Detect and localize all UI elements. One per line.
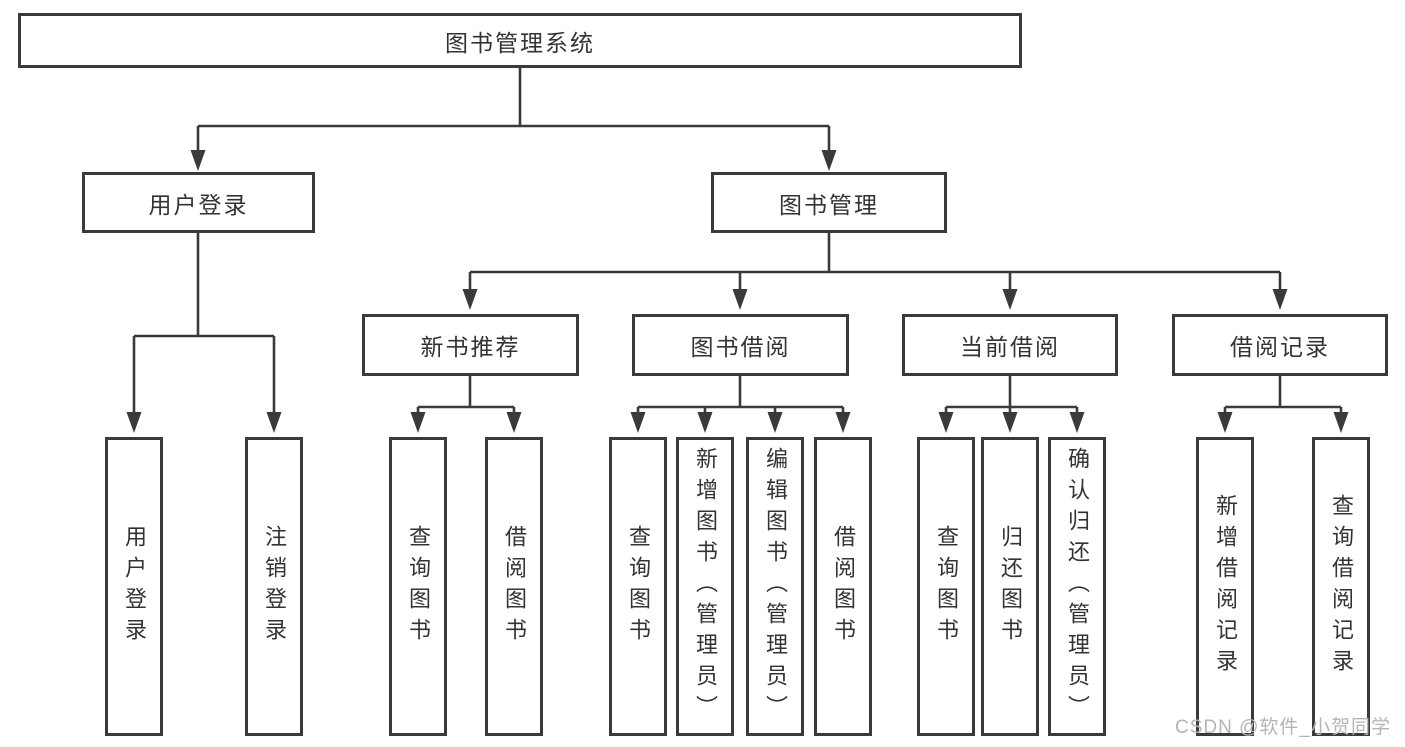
leaf-logout: 注销登录 — [245, 437, 303, 736]
leaf-edit-books-admin: 编辑图书（管理员） — [746, 437, 804, 736]
leaf-query-borrow-record: 查询借阅记录 — [1312, 437, 1370, 736]
leaf-confirm-return-admin-label: 确认归还（管理员） — [1065, 447, 1090, 726]
leaf-query-books-recommend: 查询图书 — [389, 437, 447, 736]
node-new-book-recommend: 新书推荐 — [362, 314, 579, 376]
node-current-borrowing-label: 当前借阅 — [960, 334, 1060, 360]
arrows-book-borrowing — [630, 412, 851, 433]
leaf-add-borrow-record-label: 新增借阅记录 — [1213, 493, 1238, 680]
node-current-borrowing: 当前借阅 — [902, 314, 1118, 376]
arrows-root — [190, 150, 837, 171]
arrows-user-login — [126, 412, 282, 433]
leaf-query-books-borrowing-label: 查询图书 — [626, 524, 651, 649]
leaf-confirm-return-admin: 确认归还（管理员） — [1048, 437, 1106, 736]
node-book-management: 图书管理 — [711, 172, 947, 233]
edges-borrowing-records — [1223, 376, 1343, 414]
leaf-borrow-books-borrowing: 借阅图书 — [814, 437, 872, 736]
edges-book-management — [468, 233, 1282, 291]
edges-book-borrowing — [636, 376, 845, 414]
leaf-query-books-current: 查询图书 — [917, 437, 975, 736]
node-book-borrowing-label: 图书借阅 — [690, 334, 791, 360]
edges-new-book-recommend — [416, 376, 516, 414]
leaf-add-books-admin-label: 新增图书（管理员） — [693, 447, 718, 726]
node-root-library-system: 图书管理系统 — [18, 13, 1022, 68]
arrows-book-management — [462, 289, 1288, 310]
arrows-new-book-recommend — [410, 412, 522, 433]
leaf-borrow-books-recommend-label: 借阅图书 — [502, 524, 527, 649]
leaf-query-books-borrowing: 查询图书 — [609, 437, 667, 736]
node-user-login: 用户登录 — [82, 172, 315, 233]
leaf-add-borrow-record: 新增借阅记录 — [1196, 437, 1254, 736]
node-borrowing-records: 借阅记录 — [1172, 314, 1388, 376]
arrows-borrowing-records — [1217, 412, 1349, 433]
leaf-return-books-label: 归还图书 — [998, 524, 1023, 649]
leaf-edit-books-admin-label: 编辑图书（管理员） — [763, 447, 788, 726]
leaf-user-login-label: 用户登录 — [122, 524, 147, 649]
leaf-query-books-current-label: 查询图书 — [934, 524, 959, 649]
leaf-query-books-recommend-label: 查询图书 — [406, 524, 431, 649]
node-borrowing-records-label: 借阅记录 — [1230, 334, 1330, 360]
node-root-label: 图书管理系统 — [445, 29, 595, 56]
leaf-add-books-admin: 新增图书（管理员） — [676, 437, 734, 736]
node-book-borrowing: 图书借阅 — [632, 314, 849, 376]
node-new-book-recommend-label: 新书推荐 — [420, 334, 521, 360]
edges-user-login — [132, 233, 276, 414]
node-user-login-label: 用户登录 — [148, 191, 249, 218]
edges-current-borrowing — [944, 376, 1079, 414]
leaf-logout-label: 注销登录 — [262, 524, 287, 649]
arrows-current-borrowing — [938, 412, 1085, 433]
leaf-borrow-books-borrowing-label: 借阅图书 — [831, 524, 856, 649]
node-book-management-label: 图书管理 — [779, 191, 879, 218]
leaf-borrow-books-recommend: 借阅图书 — [485, 437, 543, 736]
leaf-user-login: 用户登录 — [105, 437, 163, 736]
csdn-watermark: CSDN @软件_小贺同学 — [1175, 717, 1391, 738]
leaf-query-borrow-record-label: 查询借阅记录 — [1329, 493, 1354, 680]
edges-root — [196, 68, 831, 152]
leaf-return-books: 归还图书 — [981, 437, 1039, 736]
